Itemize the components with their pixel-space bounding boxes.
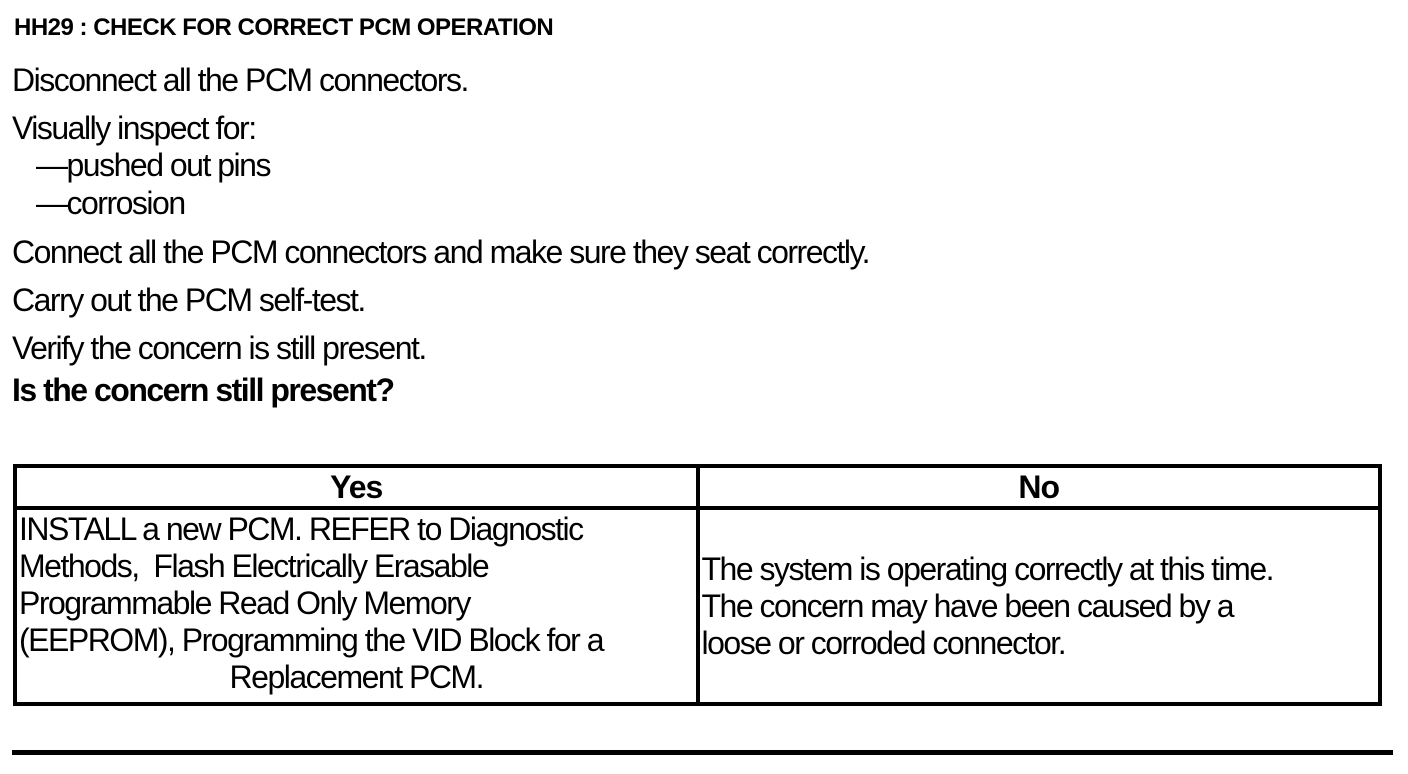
results-table: Yes No INSTALL a new PCM. REFER to Diagn… bbox=[13, 464, 1382, 706]
yes-line: Programmable Read Only Memory bbox=[19, 585, 471, 621]
yes-result-cell: INSTALL a new PCM. REFER to Diagnostic M… bbox=[13, 506, 700, 706]
procedure-title: HH29 : CHECK FOR CORRECT PCM OPERATION bbox=[14, 14, 554, 41]
no-line: The system is operating correctly at thi… bbox=[701, 550, 1275, 587]
no-column-header: No bbox=[695, 464, 1382, 510]
step-verify: Verify the concern is still present. bbox=[12, 330, 427, 366]
yes-line: (EEPROM), Programming the VID Block for … bbox=[19, 622, 605, 658]
procedure-document: HH29 : CHECK FOR CORRECT PCM OPERATION D… bbox=[12, 14, 1396, 755]
no-line: loose or corroded connector. bbox=[701, 624, 1067, 661]
horizontal-rule bbox=[12, 750, 1393, 755]
question-prompt: Is the concern still present? bbox=[12, 372, 395, 408]
no-result-cell: The system is operating correctly at thi… bbox=[695, 506, 1382, 706]
yes-line: INSTALL a new PCM. REFER to Diagnostic bbox=[19, 511, 584, 547]
result-row: INSTALL a new PCM. REFER to Diagnostic M… bbox=[13, 506, 1382, 706]
inspect-items-list: —pushed out pins —corrosion bbox=[36, 146, 1396, 222]
no-line: The concern may have been caused by a bbox=[701, 587, 1235, 624]
inspect-item-corrosion: —corrosion bbox=[36, 185, 186, 221]
step-connect: Connect all the PCM connectors and make … bbox=[12, 234, 871, 270]
yes-line: Replacement PCM. bbox=[229, 659, 485, 695]
results-table-header: Yes No bbox=[13, 464, 1382, 510]
step-disconnect: Disconnect all the PCM connectors. bbox=[12, 62, 469, 98]
step-inspect-intro: Visually inspect for: bbox=[12, 110, 257, 146]
yes-line: Methods, Flash Electrically Erasable bbox=[19, 548, 490, 584]
yes-column-header: Yes bbox=[13, 464, 700, 510]
inspect-item-pushed-out-pins: —pushed out pins bbox=[36, 147, 271, 183]
header-row: Yes No bbox=[13, 464, 1382, 510]
results-table-body: INSTALL a new PCM. REFER to Diagnostic M… bbox=[13, 506, 1382, 706]
step-self-test: Carry out the PCM self-test. bbox=[12, 282, 366, 318]
